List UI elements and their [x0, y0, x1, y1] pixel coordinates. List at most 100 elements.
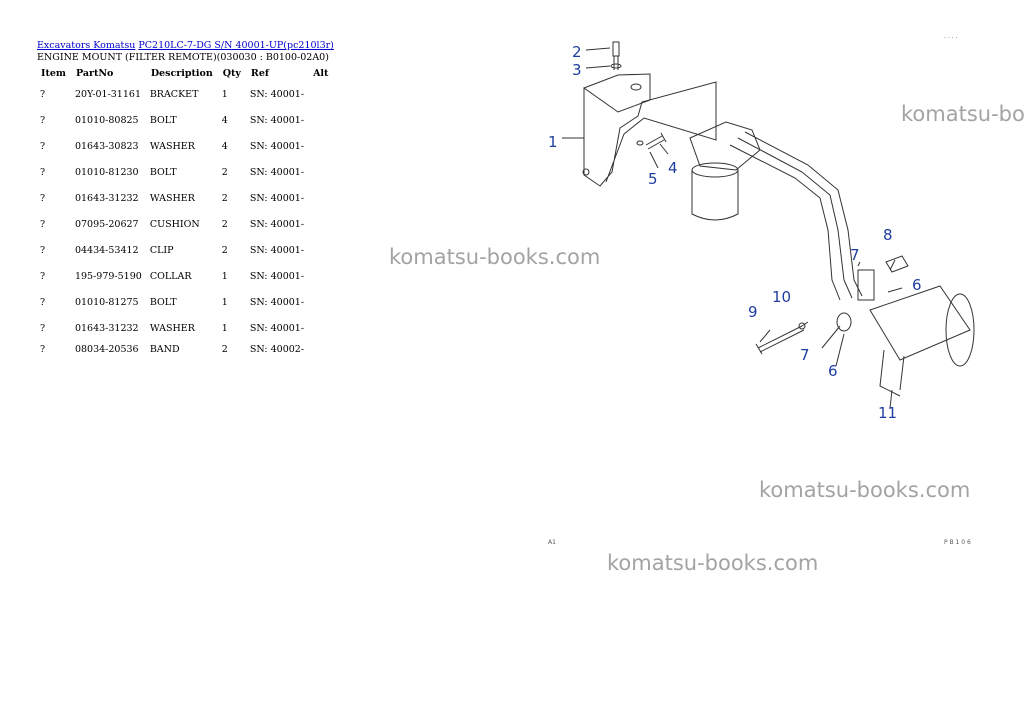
cell-qty: 4 — [221, 140, 228, 152]
cell-alt — [308, 133, 333, 159]
cell-ref: SN: 40001- — [249, 270, 305, 282]
leader-line — [562, 47, 903, 409]
bolt-4 — [645, 132, 667, 150]
cell-description: BAND — [149, 343, 180, 355]
cell-partno: 07095-20627 — [74, 218, 139, 230]
cell-description: BRACKET — [149, 88, 199, 100]
washer-3 — [610, 63, 622, 69]
cell-ref: SN: 40001- — [249, 322, 305, 334]
cell-description: BOLT — [149, 114, 177, 126]
watermark: komatsu-books.com — [901, 102, 1024, 126]
cell-alt — [308, 341, 333, 357]
watermark: komatsu-books.com — [607, 551, 819, 575]
callout-7: 7 — [850, 246, 860, 264]
cell-qty: 2 — [221, 192, 228, 204]
collar-6 — [836, 312, 852, 332]
clip-7 — [857, 269, 875, 301]
callout-7: 7 — [800, 346, 810, 364]
cell-item: ? — [40, 244, 46, 256]
cell-qty: 1 — [221, 270, 228, 282]
callout-8: 8 — [883, 226, 893, 244]
hose — [737, 137, 853, 299]
callout-6: 6 — [912, 276, 922, 294]
cell-ref: SN: 40001- — [249, 218, 305, 230]
callout-3: 3 — [572, 61, 582, 79]
header-alt: Alt — [313, 67, 329, 79]
cell-item: ? — [40, 88, 46, 100]
cell-description: BOLT — [149, 166, 177, 178]
watermark: komatsu-books.com — [759, 478, 971, 502]
parts-table: Item PartNo Description Qty Ref Alt ?20Y… — [36, 65, 333, 357]
header-description: Description — [150, 67, 213, 79]
cell-item: ? — [40, 343, 46, 355]
cell-qty: 4 — [221, 114, 228, 126]
cell-ref: SN: 40001- — [249, 296, 305, 308]
cell-item: ? — [40, 270, 46, 282]
callout-1: 1 — [548, 133, 558, 151]
cell-ref: SN: 40001- — [249, 88, 305, 100]
table-header-row: Item PartNo Description Qty Ref Alt — [36, 65, 333, 81]
filter-canister — [691, 170, 739, 221]
cell-qty: 2 — [221, 166, 228, 178]
band-strap — [879, 349, 905, 397]
cell-partno: 01643-31232 — [74, 322, 139, 334]
bolt-2 — [612, 41, 620, 70]
cell-qty: 2 — [221, 244, 228, 256]
breadcrumb: Excavators Komatsu PC210LC-7-DG S/N 4000… — [37, 40, 334, 51]
cell-partno: 01010-80825 — [74, 114, 139, 126]
cell-qty: 1 — [221, 296, 228, 308]
cell-item: ? — [40, 192, 46, 204]
cell-qty: 2 — [221, 218, 228, 230]
callout-6: 6 — [828, 362, 838, 380]
cell-item: ? — [40, 114, 46, 126]
cell-description: WASHER — [149, 140, 195, 152]
cell-ref: SN: 40001- — [249, 244, 305, 256]
cell-qty: 2 — [221, 343, 228, 355]
cell-alt — [308, 315, 333, 341]
header-partno: PartNo — [75, 67, 114, 79]
diagram-corner-label: A1 — [548, 539, 556, 546]
cell-partno: 01643-30823 — [74, 140, 139, 152]
callout-10: 10 — [772, 288, 791, 306]
bracket-plate — [582, 73, 651, 113]
filter-head — [689, 121, 761, 171]
band-11 — [869, 285, 971, 361]
watermark: komatsu-books.com — [389, 245, 601, 269]
cell-partno: 08034-20536 — [74, 343, 139, 355]
cell-description: CLIP — [149, 244, 174, 256]
cell-qty: 1 — [221, 88, 228, 100]
bolt-9 — [755, 325, 805, 355]
callout-4: 4 — [668, 159, 678, 177]
cell-partno: 04434-53412 — [74, 244, 139, 256]
cell-alt — [308, 211, 333, 237]
cell-item: ? — [40, 322, 46, 334]
cell-partno: 01643-31232 — [74, 192, 139, 204]
filter-top — [691, 162, 739, 178]
breadcrumb-link-model[interactable]: PC210LC-7-DG S/N 40001-UP(pc210l3r) — [138, 40, 334, 51]
table-row: ? 04434-53412 CLIP 2 SN: 40001- — [36, 237, 333, 263]
cell-alt — [308, 289, 333, 315]
cell-alt — [308, 237, 333, 263]
cell-alt — [308, 107, 333, 133]
diagram-corner-label: · · · · — [944, 35, 957, 42]
cell-ref: SN: 40001- — [249, 140, 305, 152]
cell-item: ? — [40, 166, 46, 178]
cell-description: WASHER — [149, 192, 195, 204]
callout-2: 2 — [572, 43, 582, 61]
breadcrumb-link-category[interactable]: Excavators Komatsu — [37, 40, 136, 51]
exploded-parts-diagram: 1 2 3 4 5 6 6 7 7 8 9 10 11 A1 P B 1 0 6… — [548, 35, 975, 546]
cell-description: CUSHION — [149, 218, 200, 230]
cell-item: ? — [40, 296, 46, 308]
cell-ref: SN: 40001- — [249, 192, 305, 204]
callout-11: 11 — [878, 404, 897, 422]
diagram-corner-label: P B 1 0 6 — [944, 539, 971, 546]
header-qty: Qty — [222, 67, 241, 79]
